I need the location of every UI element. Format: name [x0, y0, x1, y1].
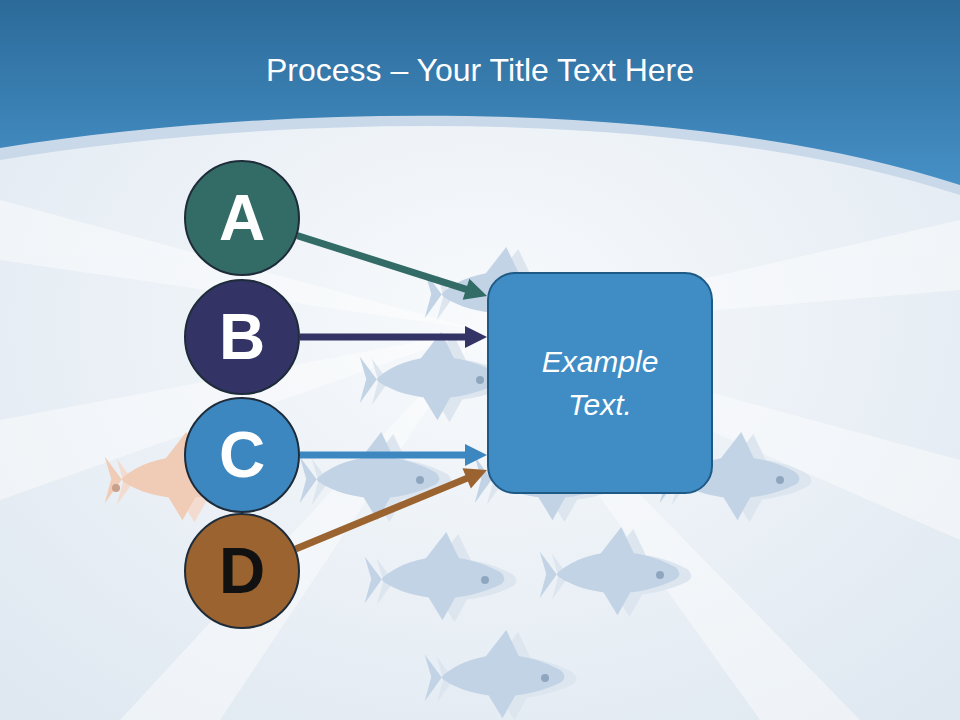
step-circle: A	[184, 160, 300, 276]
connector-arrow	[300, 444, 487, 466]
step-circle: D	[184, 513, 300, 629]
connector-arrow	[297, 236, 487, 300]
step-circle: C	[184, 397, 300, 513]
step-letter: D	[219, 539, 265, 603]
fish-school	[105, 247, 812, 720]
slide-title: Process – Your Title Text Here	[0, 52, 960, 89]
step-circle: B	[184, 279, 300, 395]
process-box: Example Text.	[487, 272, 713, 494]
step-letter: C	[219, 423, 265, 487]
connector-arrow	[296, 468, 487, 549]
connector-arrow	[300, 326, 487, 348]
step-letter: B	[219, 305, 265, 369]
step-letter: A	[219, 186, 265, 250]
box-text: Example Text.	[515, 340, 685, 427]
